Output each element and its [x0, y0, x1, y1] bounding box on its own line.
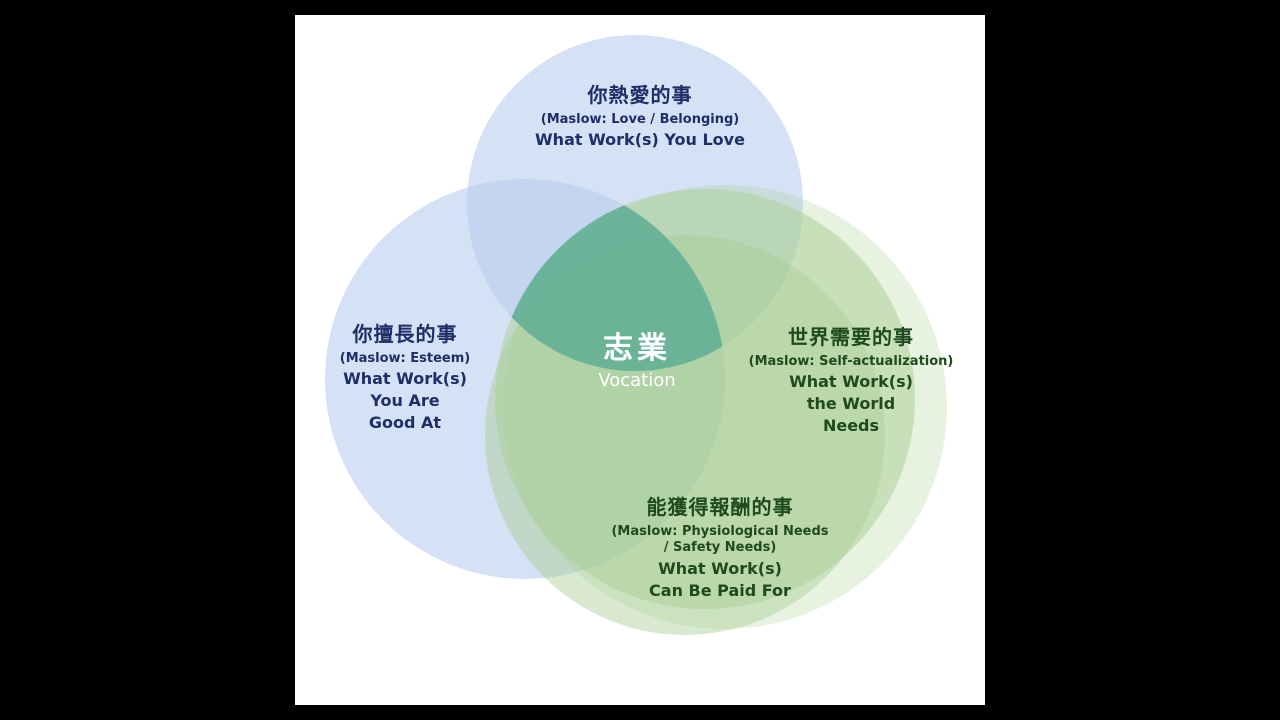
vocation-overlap — [495, 189, 725, 371]
paid-for-maslow: / Safety Needs) — [663, 540, 777, 556]
love-maslow: (Maslow: Love / Belonging) — [540, 112, 740, 127]
vocation-label: 志業 Vocation — [565, 330, 709, 392]
world-needs-desc-line: What Work(s) — [789, 372, 913, 392]
paid-for-desc-line: What Work(s) — [658, 558, 782, 578]
good-at-desc-line: Good At — [368, 413, 442, 433]
world-needs-desc-line: Needs — [822, 416, 880, 436]
love-desc-line: What Work(s) You Love — [535, 130, 745, 150]
love-label: 你熱愛的事 (Maslow: Love / Belonging) What Wo… — [470, 83, 810, 150]
good-at-title: 你擅長的事 — [352, 322, 458, 346]
world-needs-label: 世界需要的事 (Maslow: Self-actualization) What… — [745, 325, 957, 436]
paid-for-desc-line: Can Be Paid For — [649, 580, 791, 600]
world-needs-maslow: (Maslow: Self-actualization) — [748, 354, 954, 369]
good-at-desc-line: You Are — [370, 391, 440, 411]
paid-for-title: 能獲得報酬的事 — [646, 495, 794, 519]
good-at-maslow: (Maslow: Esteem) — [339, 351, 471, 366]
paid-for-maslow: (Maslow: Physiological Needs — [611, 524, 829, 539]
paid-for-label: 能獲得報酬的事 (Maslow: Physiological Needs / S… — [595, 495, 845, 601]
world-needs-title: 世界需要的事 — [788, 325, 914, 349]
vocation-subtitle: Vocation — [598, 369, 676, 391]
venn-diagram-panel: 你熱愛的事 (Maslow: Love / Belonging) What Wo… — [295, 15, 985, 705]
venn-diagram — [325, 35, 947, 635]
love-title: 你熱愛的事 — [587, 83, 693, 107]
good-at-label: 你擅長的事 (Maslow: Esteem) What Work(s) You … — [301, 322, 509, 433]
vocation-title: 志業 — [603, 331, 671, 366]
world-needs-desc-line: the World — [806, 394, 896, 414]
good-at-desc-line: What Work(s) — [343, 369, 467, 389]
